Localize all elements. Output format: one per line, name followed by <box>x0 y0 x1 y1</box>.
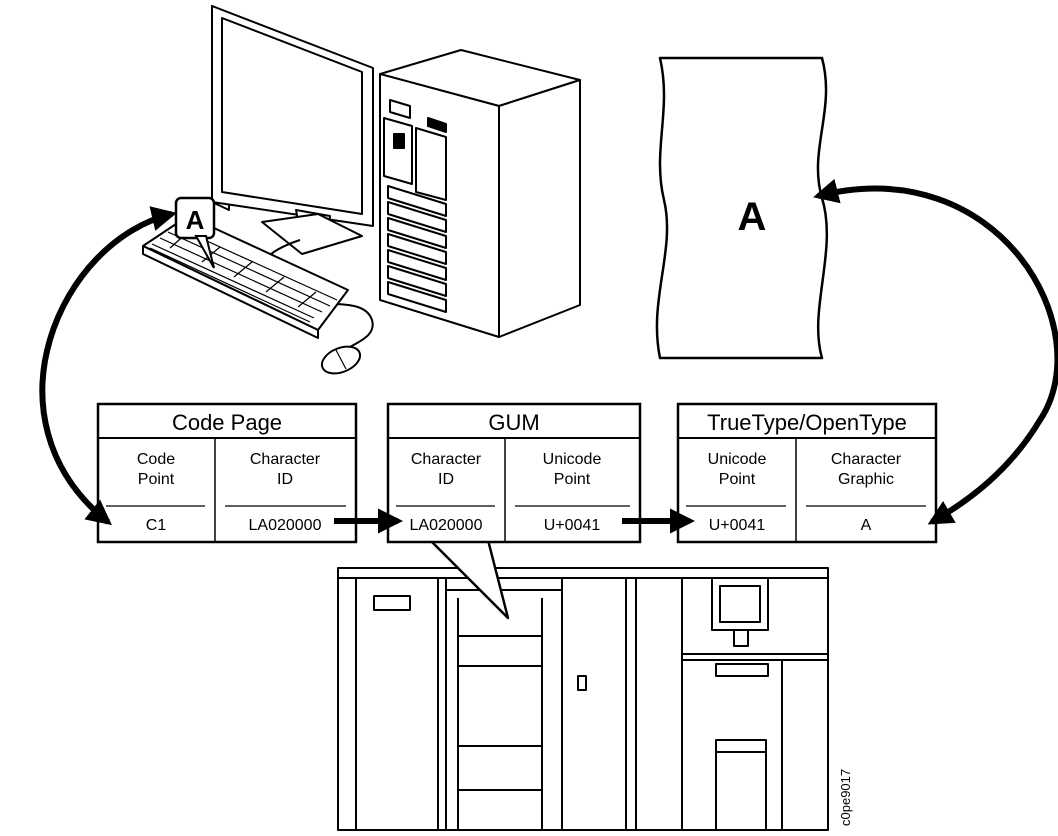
cell-value: LA020000 <box>410 517 483 534</box>
column-header-line1: Character <box>411 451 482 468</box>
table-title: GUM <box>488 410 539 435</box>
table-code-page: Code Page Code Point Character ID C1 LA0… <box>96 402 358 544</box>
table-truetype-opentype: TrueType/OpenType Unicode Point Characte… <box>676 402 938 544</box>
column-header-line2: ID <box>277 471 293 488</box>
arrows <box>39 178 1058 534</box>
cell-value: U+0041 <box>544 517 601 534</box>
column-header-line1: Code <box>137 451 175 468</box>
printer <box>337 567 829 831</box>
mouse <box>320 345 362 375</box>
table-gum: GUM Character ID Unicode Point LA020000 … <box>386 402 642 544</box>
cell-value: U+0041 <box>709 517 766 534</box>
cell-value: LA020000 <box>249 517 322 534</box>
printed-document: A <box>655 56 829 360</box>
column-header-line1: Character <box>250 451 321 468</box>
document-letter: A <box>738 195 767 239</box>
column-header-line1: Unicode <box>708 451 767 468</box>
key-callout: A <box>174 196 216 269</box>
column-header-line2: ID <box>438 471 454 488</box>
column-header-line2: Point <box>138 471 175 488</box>
table-title: TrueType/OpenType <box>707 410 907 435</box>
arrow-document-to-truetype <box>813 178 1058 525</box>
keyboard-key-letter: A <box>186 205 205 235</box>
cell-value: A <box>861 517 872 534</box>
column-header-line1: Character <box>831 451 902 468</box>
cell-value: C1 <box>146 517 167 534</box>
table-title: Code Page <box>172 410 282 435</box>
column-header-line2: Graphic <box>838 471 894 488</box>
column-header-line2: Point <box>554 471 591 488</box>
arrow-keyboard-to-code-page <box>39 206 177 526</box>
figure-code: c0pe9017 <box>838 769 853 826</box>
column-header-line2: Point <box>719 471 756 488</box>
computer-monitor <box>211 5 374 356</box>
computer-tower <box>379 49 581 338</box>
column-header-line1: Unicode <box>543 451 602 468</box>
